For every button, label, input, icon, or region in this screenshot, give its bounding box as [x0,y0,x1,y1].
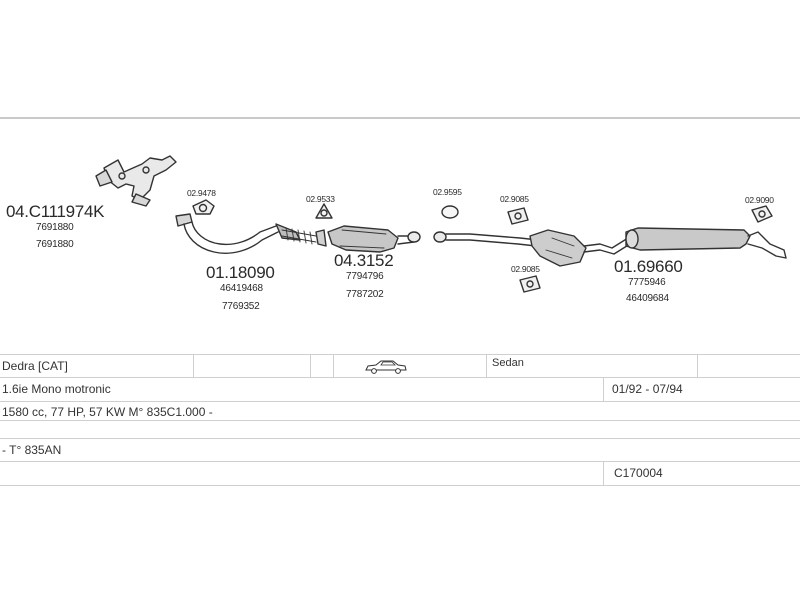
vehicle-dates: 01/92 - 07/94 [612,382,683,396]
catalyst-code: 04.3152 [334,251,394,270]
ring-mid-code: 02.9595 [433,187,462,197]
rear-silencer-ref-1: 7775946 [628,277,666,288]
table-row [0,377,800,378]
manifold-code: 04.C111974K [6,202,105,221]
table-row [0,401,800,402]
table-row [0,420,800,421]
ring-mid-drawing [441,205,459,219]
catalyst-ref-1: 7794796 [346,271,384,282]
gasket-cat-code: 02.9533 [306,194,335,204]
diagram-top-border [0,117,800,119]
mount-mid-top-code: 02.9085 [500,194,529,204]
column-divider [603,378,604,401]
mount-mid-top-drawing [507,207,529,225]
mount-rear-code: 02.9090 [745,195,774,205]
column-divider [486,355,487,377]
column-divider [193,355,194,377]
catalyst-ref-2: 7787202 [346,289,384,300]
column-divider [333,355,334,377]
gasket-front-drawing [192,199,215,215]
table-row [0,438,800,439]
table-row [0,461,800,462]
rear-silencer-ref-2: 46409684 [626,293,669,304]
column-divider [603,462,604,485]
front-pipe-ref-2: 7769352 [222,301,260,312]
table-row-bottom [0,485,800,486]
rear-silencer-code: 01.69660 [614,257,683,276]
manifold-ref-1: 7691880 [36,222,74,233]
manifold-ref-2: 7691880 [36,239,74,250]
catalyst-drawing [327,225,421,253]
vehicle-body: Sedan [492,357,524,369]
gasket-triangle-drawing [315,203,333,219]
exhaust-diagram [95,155,787,293]
vehicle-model: Dedra [CAT] [2,359,68,373]
mount-mid-bottom-code: 02.9085 [511,264,540,274]
vehicle-engine: 1.6ie Mono motronic [2,382,111,396]
rear-silencer-drawing [625,227,787,259]
mount-mid-bottom-drawing [519,275,541,293]
table-row-top [0,354,800,355]
gasket-front-code: 02.9478 [187,188,216,198]
vehicle-code: C170004 [614,466,663,480]
manifold-drawing [95,155,177,207]
front-pipe-ref-1: 46419468 [220,283,263,294]
sedan-car-icon [365,360,407,374]
column-divider [697,355,698,377]
column-divider [310,355,311,377]
front-pipe-code: 01.18090 [206,263,275,282]
front-pipe-drawing [175,213,327,254]
middle-pipe-drawing [433,229,631,267]
vehicle-specs: 1580 cc, 77 HP, 57 KW M° 835C1.000 - [2,405,213,419]
mount-rear-drawing [751,205,773,223]
vehicle-type: - T° 835AN [2,443,62,457]
